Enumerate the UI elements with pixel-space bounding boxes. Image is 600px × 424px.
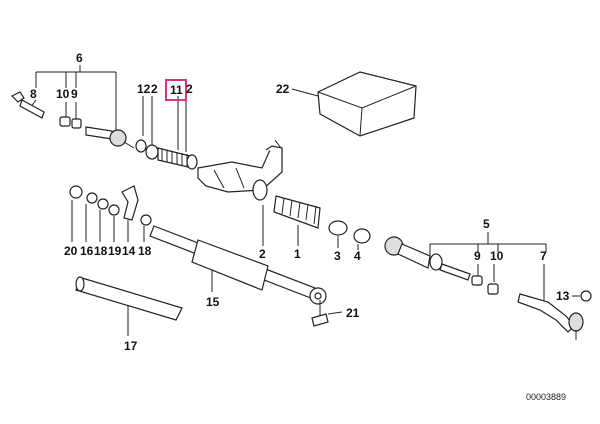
highlight-box-11 — [165, 79, 187, 101]
part-18-washer — [140, 214, 152, 226]
part-6-ball-joint — [109, 129, 127, 147]
part-16-washer — [86, 192, 98, 204]
part-22-box: 22 — [276, 71, 417, 137]
part-7-tie-rod-end — [517, 293, 575, 333]
right-boot-group: 1 3 4 — [273, 195, 371, 263]
label-13: 13 — [556, 289, 570, 303]
steering-gear-housing: 2 — [197, 139, 283, 261]
label-17: 17 — [124, 339, 138, 353]
part-9-washer-right — [471, 275, 483, 286]
label-5: 5 — [483, 217, 490, 231]
part-21-bolt — [311, 313, 329, 327]
label-7: 7 — [540, 249, 547, 263]
part-14-bracket — [121, 185, 139, 221]
label-4: 4 — [354, 249, 361, 263]
label-14: 14 — [122, 244, 136, 258]
label-8: 8 — [30, 87, 37, 101]
label-10-right: 10 — [490, 249, 504, 263]
label-6: 6 — [76, 51, 83, 65]
label-2-top-left: 2 — [151, 82, 158, 96]
part-10-nut — [59, 116, 71, 127]
image-code: 00003889 — [526, 392, 566, 402]
part-10-nut-right — [487, 283, 499, 295]
part-12-clamp — [135, 139, 147, 153]
part-5-group: 5 9 10 7 13 — [384, 217, 592, 340]
part-8-nut — [10, 91, 25, 103]
label-16: 16 — [80, 244, 94, 258]
part-2-clip-right — [186, 154, 198, 170]
part-20-nut — [69, 185, 83, 199]
label-18-left: 18 — [94, 244, 108, 258]
part-6-rod — [85, 126, 113, 140]
label-12: 12 — [137, 82, 151, 96]
label-21: 21 — [346, 306, 360, 320]
label-9-right: 9 — [474, 249, 481, 263]
part-2-clip-left — [145, 144, 159, 160]
small-parts-row: 20 16 18 19 14 18 — [64, 185, 152, 258]
label-10-top: 10 — [56, 87, 70, 101]
part-6-group: 6 8 10 9 — [10, 51, 135, 149]
part-18-nut — [97, 198, 109, 210]
label-15: 15 — [206, 295, 220, 309]
label-20: 20 — [64, 244, 78, 258]
part-13-nut — [580, 290, 592, 302]
part-9-washer — [71, 118, 82, 129]
part-4-ring — [353, 228, 371, 244]
part-2-clamp-lower — [252, 179, 268, 201]
part-3-clamp — [328, 220, 348, 236]
part-8-bolt — [19, 99, 45, 119]
part-19-ring — [108, 204, 120, 216]
part-15-rack: 15 21 — [149, 225, 360, 327]
part-17-tube: 17 — [75, 276, 183, 353]
label-19: 19 — [108, 244, 122, 258]
label-22: 22 — [276, 82, 290, 96]
label-11: 11 — [170, 83, 183, 97]
label-18-right: 18 — [138, 244, 152, 258]
part-1-boot — [273, 195, 321, 229]
label-3: 3 — [334, 249, 341, 263]
label-2-lower: 2 — [259, 247, 266, 261]
label-2-top-right: 2 — [186, 82, 193, 96]
boot-group: 12 2 11 2 — [135, 79, 198, 170]
label-1: 1 — [294, 247, 301, 261]
label-9-top: 9 — [71, 87, 78, 101]
